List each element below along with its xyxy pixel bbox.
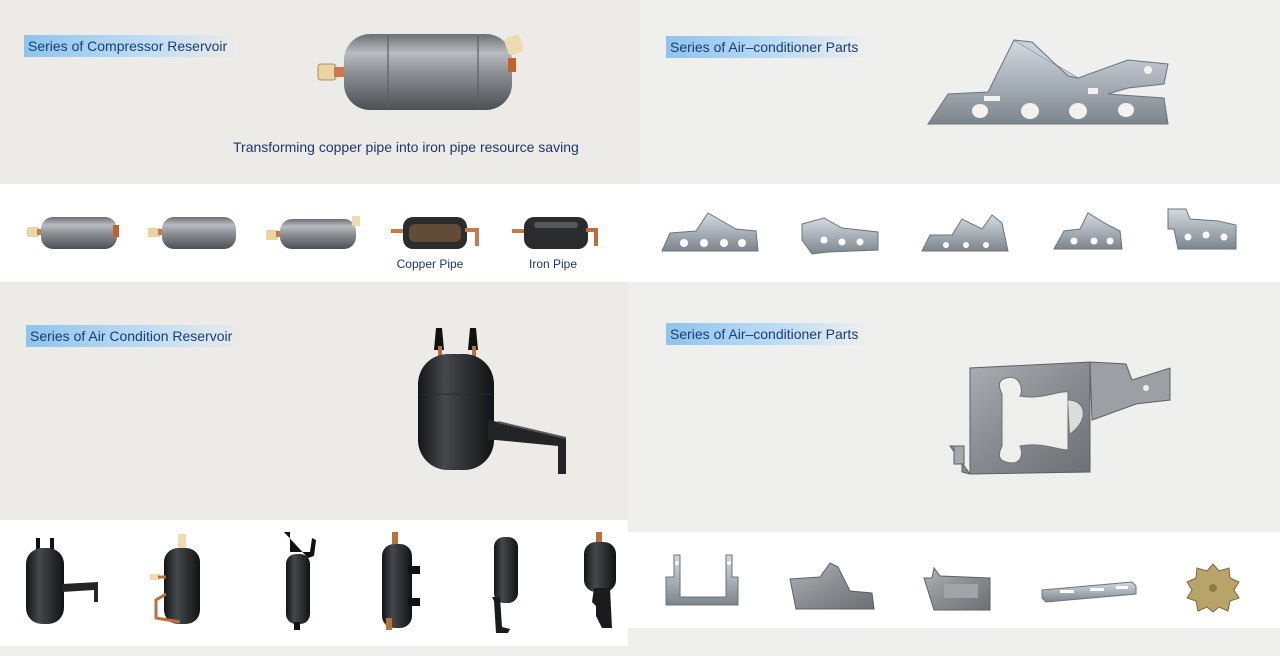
ac-bracket-item-1: [661, 211, 759, 253]
air-condition-reservoir-title: Series of Air Condition Reservoir: [26, 325, 243, 347]
air-condition-reservoir-item-1: [26, 538, 106, 628]
air-condition-reservoir-item-3: [282, 532, 316, 632]
compressor-reservoir-iron-pipe: [512, 216, 602, 252]
ac-part-item-4: [1041, 580, 1137, 604]
ac-part-item-2: [789, 562, 875, 611]
ac-part-item-1: [665, 553, 740, 613]
bottom-left-panel: [0, 282, 628, 520]
ac-parts-top-title: Series of Air–conditioner Parts: [666, 36, 869, 58]
air-condition-reservoir-large-image: [418, 328, 570, 476]
top-right-panel: [640, 0, 1280, 184]
compressor-reservoir-copper-pipe: [391, 216, 481, 252]
air-condition-reservoir-item-6: [582, 532, 620, 632]
ac-part-item-5: [1186, 563, 1240, 613]
air-condition-reservoir-item-2: [150, 534, 206, 630]
compressor-reservoir-item-3: [266, 216, 362, 250]
compressor-reservoir-caption: Transforming copper pipe into iron pipe …: [233, 139, 579, 155]
ac-bracket-item-4: [1053, 211, 1124, 251]
ac-bracket-item-2: [801, 214, 880, 256]
top-left-panel: [0, 0, 640, 184]
compressor-reservoir-large-image: [317, 30, 528, 114]
ac-bracket-large-image: [927, 38, 1172, 126]
ac-part-item-3: [923, 566, 992, 612]
compressor-reservoir-item-1: [27, 215, 119, 251]
air-condition-reservoir-item-5: [488, 537, 522, 635]
air-condition-reservoir-item-4: [378, 532, 422, 632]
ac-bracket-item-3: [921, 213, 1010, 253]
ac-parts-bottom-title: Series of Air–conditioner Parts: [666, 323, 869, 345]
iron-pipe-label: Iron Pipe: [528, 257, 578, 271]
copper-pipe-label: Copper Pipe: [396, 257, 464, 271]
compressor-reservoir-item-2: [148, 216, 238, 250]
compressor-reservoir-title: Series of Compressor Reservoir: [24, 35, 238, 57]
ac-bracket-item-5: [1167, 208, 1238, 251]
ac-mounting-plate-large-image: [949, 360, 1172, 476]
